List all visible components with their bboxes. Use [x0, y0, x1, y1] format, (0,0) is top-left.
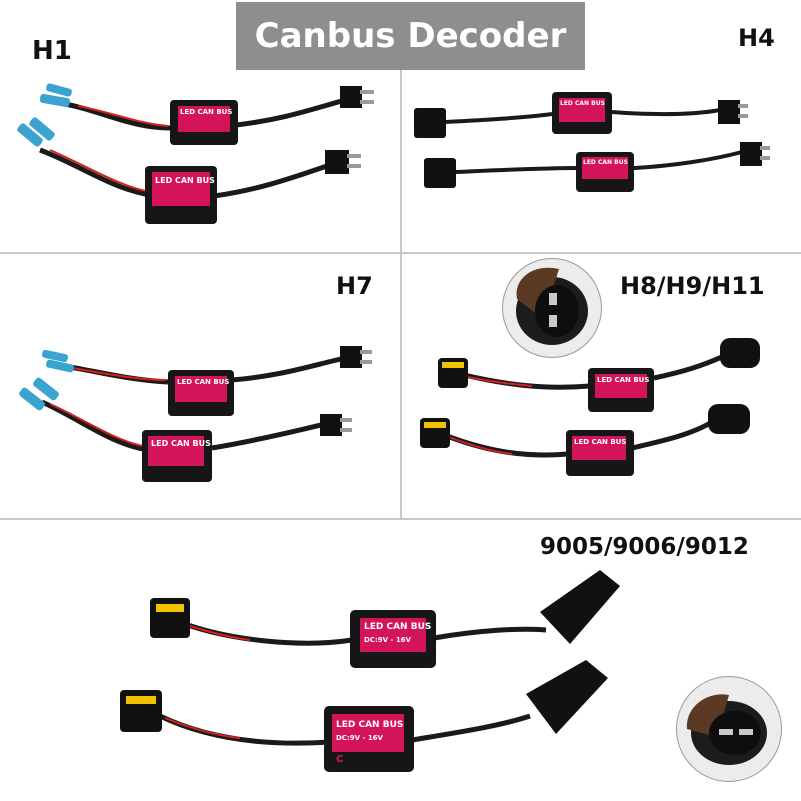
h4-box1-label: LED CAN BUS — [560, 100, 605, 107]
h4-box2-label: LED CAN BUS — [583, 159, 628, 166]
h1-label: H1 — [32, 36, 72, 66]
divider-horizontal-2 — [0, 518, 801, 520]
9005-product-photo — [120, 570, 620, 772]
h1-box2-label: LED CAN BUS — [155, 176, 215, 185]
panel-h7: LED CAN BUS LED CAN BUS H7 — [0, 254, 400, 518]
divider-horizontal-1 — [0, 252, 801, 254]
h7-box2-label: LED CAN BUS — [151, 439, 211, 448]
h7-label: H7 — [336, 272, 373, 300]
panel-9005-9006-9012: LED CAN BUS DC:9V - 16V LED CAN BUS DC:9… — [0, 520, 801, 801]
h8-box2-label: LED CAN BUS — [574, 438, 627, 446]
page-title: Canbus Decoder — [254, 16, 567, 56]
h4-label: H4 — [738, 24, 775, 52]
9005-box2-label: LED CAN BUS — [336, 720, 404, 730]
h7-box1-label: LED CAN BUS — [177, 378, 230, 386]
divider-vertical-top — [400, 70, 402, 518]
9005-box2-voltage: DC:9V - 16V — [336, 734, 383, 742]
h4-product-photo — [414, 92, 770, 192]
9005-connector-inset — [676, 676, 782, 782]
h8-label: H8/H9/H11 — [620, 272, 765, 300]
h1-product-photo — [17, 83, 374, 224]
9005-label: 9005/9006/9012 — [540, 534, 749, 560]
9005-box1-label: LED CAN BUS — [364, 622, 432, 632]
h1-box1-label: LED CAN BUS — [180, 108, 233, 116]
title-banner: Canbus Decoder — [236, 2, 585, 70]
h8-connector-icon — [516, 267, 588, 345]
9005-box2-badge: C — [336, 754, 344, 765]
h8-product-photo — [420, 338, 760, 476]
h8-connector-inset — [502, 258, 602, 358]
9005-connector-icon — [686, 694, 767, 765]
h8-box1-label: LED CAN BUS — [597, 376, 650, 384]
h7-product-photo — [19, 346, 372, 482]
panel-h8-h9-h11: LED CAN BUS LED CAN BUS H8/H9/H11 — [402, 254, 801, 518]
9005-box1-voltage: DC:9V - 16V — [364, 636, 411, 644]
